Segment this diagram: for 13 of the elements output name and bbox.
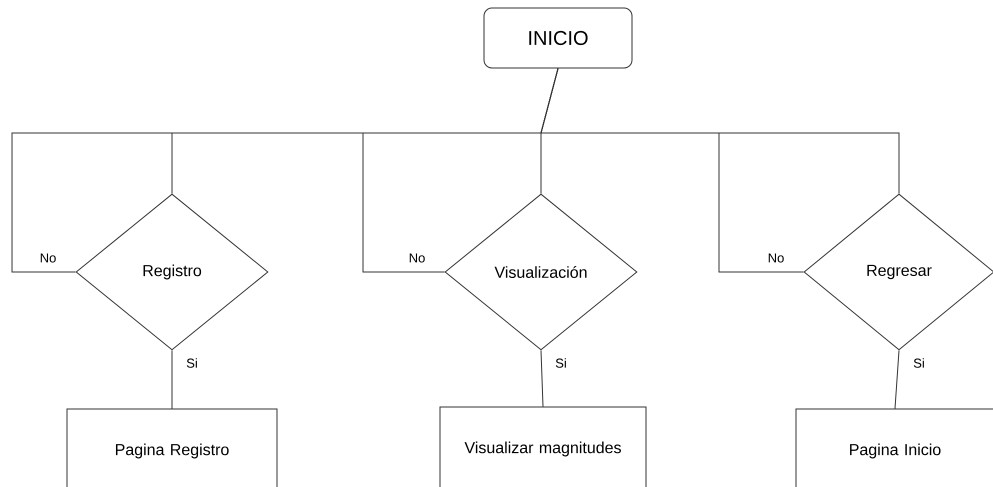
edge-label: Si	[185, 357, 199, 369]
edge-label: No	[408, 252, 426, 264]
connector	[894, 350, 900, 409]
process-box: Pagina Inicio	[796, 408, 993, 487]
edge-label: Si	[912, 357, 926, 369]
connector	[540, 350, 544, 407]
start-box: INICIO	[484, 8, 632, 68]
edge-label: Si	[554, 357, 568, 369]
process-box: Pagina Registro	[66, 408, 278, 487]
edge-label: No	[38, 252, 58, 264]
connector	[540, 68, 804, 272]
edge-label: No	[766, 252, 786, 264]
process-box: Visualizar magnitudes	[440, 406, 646, 487]
